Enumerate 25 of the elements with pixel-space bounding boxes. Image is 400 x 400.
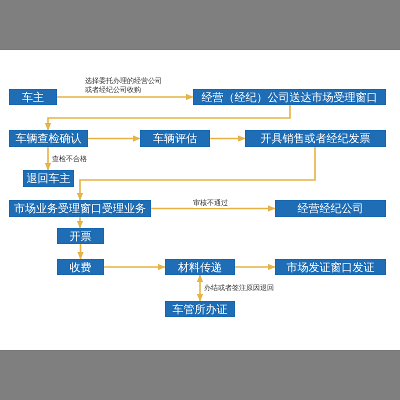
arrow xyxy=(88,135,141,142)
arrow xyxy=(104,264,166,270)
process-box: 经营经纪公司 xyxy=(275,200,386,217)
process-box: 车辆查检确认 xyxy=(9,130,88,147)
arrow xyxy=(57,94,194,100)
process-box: 市场业务受理窗口受理业务 xyxy=(9,200,151,217)
arrow xyxy=(77,244,84,260)
arrow xyxy=(196,274,204,302)
arrow xyxy=(44,105,291,131)
process-box: 车主 xyxy=(9,89,57,105)
process-box: 开票 xyxy=(57,228,104,244)
arrow xyxy=(44,147,52,171)
arrow xyxy=(210,135,246,142)
process-box: 开具销售或者经纪发票 xyxy=(245,130,386,147)
process-box: 经营（经纪）公司送达市场受理窗口 xyxy=(193,89,386,105)
process-box: 车管所办证 xyxy=(165,301,235,317)
process-box: 退回车主 xyxy=(23,170,74,187)
arrow xyxy=(151,205,276,212)
process-box: 市场发证窗口发证 xyxy=(275,259,386,275)
process-box: 材料传递 xyxy=(165,259,235,275)
process-box: 收费 xyxy=(57,259,104,275)
arrow xyxy=(235,264,276,270)
arrow xyxy=(76,217,84,229)
process-box: 车辆评估 xyxy=(140,130,210,147)
arrow xyxy=(76,147,316,201)
